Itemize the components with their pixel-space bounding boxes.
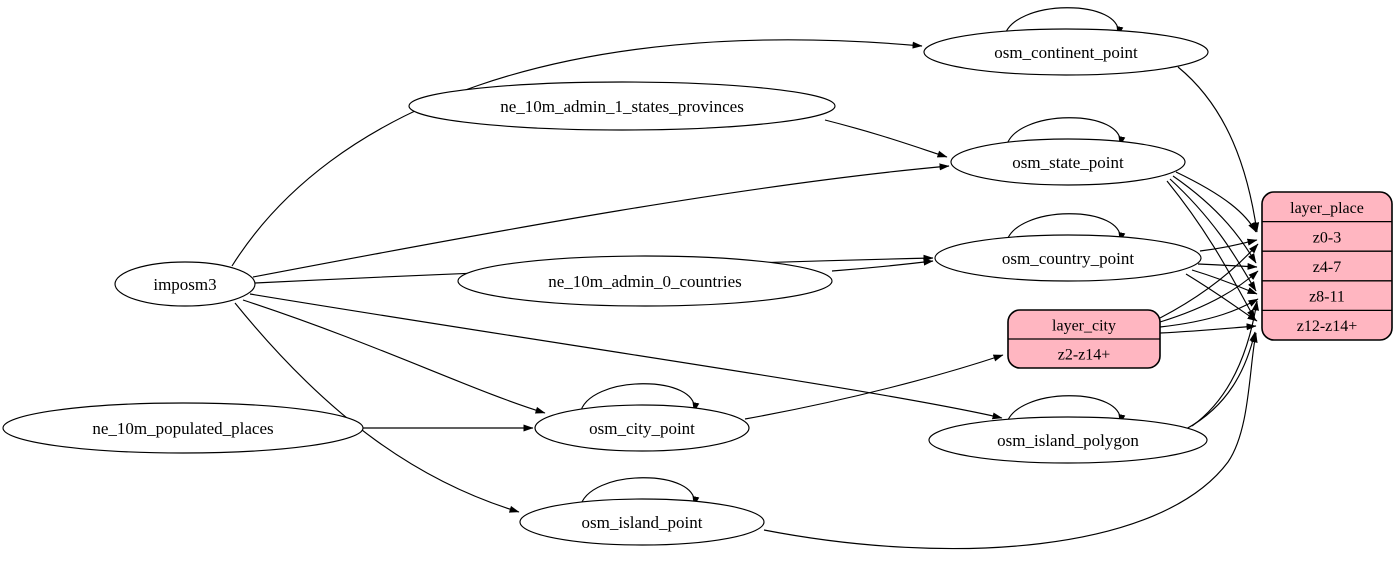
label-imposm3: imposm3 — [153, 275, 216, 294]
edge-osm_island_polygon--layer_place:z8-11 — [1191, 300, 1259, 427]
edge-imposm3--osm_continent_point — [231, 39, 923, 267]
record-layer_city: layer_city z2-z14+ — [1007, 309, 1161, 369]
edge-osm_state_point--layer_place:z8-11 — [1169, 178, 1257, 292]
node-osm_state_point: osm_state_point — [950, 117, 1186, 186]
record-header-layer_city: layer_city — [1052, 318, 1116, 335]
ellipse-osm_country_point — [934, 234, 1202, 282]
label-ne_10m_admin_0_countries: ne_10m_admin_0_countries — [548, 272, 742, 291]
record-row-layer_place-z4-7: z4-7 — [1313, 259, 1341, 276]
label-osm_island_polygon: osm_island_polygon — [997, 431, 1139, 450]
self-loop-osm_continent_point — [1003, 7, 1124, 39]
edge-ne_10m_admin_0_countries--osm_country_point — [831, 258, 934, 272]
self-loop-osm_state_point — [1005, 117, 1126, 149]
edge-imposm3--osm_state_point — [252, 163, 950, 278]
node-imposm3: imposm3 — [114, 261, 256, 307]
ellipse-osm_state_point — [950, 138, 1186, 186]
self-loop-osm_city_point — [579, 383, 700, 415]
edge-osm_country_point--layer_place:z4-7 — [1197, 262, 1258, 270]
node-osm_island_polygon: osm_island_polygon — [928, 395, 1208, 464]
edge-osm_city_point--layer_city:z2-z14+ — [744, 354, 1004, 420]
node-ne_10m_admin_1_states_provinces: ne_10m_admin_1_states_provinces — [408, 81, 836, 131]
edge-layer_city:z2-z14+--layer_place:z8-11 — [1159, 298, 1259, 328]
record-row-layer_city-z2-z14+: z2-z14+ — [1058, 347, 1111, 364]
label-osm_island_point: osm_island_point — [582, 513, 703, 532]
edge-imposm3--osm_island_polygon — [249, 293, 1003, 420]
edge-osm_island_point--layer_place:z12-z14+ — [763, 332, 1258, 550]
ellipse-osm_continent_point — [923, 28, 1209, 76]
edge-imposm3--osm_island_point — [234, 302, 520, 513]
ellipse-osm_island_polygon — [928, 416, 1208, 464]
label-osm_continent_point: osm_continent_point — [994, 43, 1138, 62]
edge-osm_state_point--layer_place:z12-z14+ — [1166, 180, 1256, 320]
node-osm_continent_point: osm_continent_point — [923, 7, 1209, 76]
label-osm_country_point: osm_country_point — [1002, 249, 1134, 268]
record-box-layer_place — [1261, 191, 1393, 341]
edge-imposm3--osm_city_point — [242, 299, 546, 414]
edge-osm_country_point--layer_place:z0-3 — [1199, 238, 1258, 252]
label-ne_10m_admin_1_states_provinces: ne_10m_admin_1_states_provinces — [500, 97, 744, 116]
self-loop-osm_island_polygon — [1005, 395, 1126, 427]
ellipse-ne_10m_populated_places — [2, 402, 364, 454]
edge-ne_10m_admin_1_states_provinces--osm_state_point — [824, 119, 948, 158]
self-loop-osm_country_point — [1005, 213, 1126, 245]
ellipse-osm_island_point — [519, 498, 765, 546]
edge-osm_country_point--layer_place:z8-11 — [1191, 269, 1258, 295]
node-osm_city_point: osm_city_point — [534, 383, 750, 452]
edge-osm_island_polygon--layer_place:z12-z14+ — [1185, 331, 1257, 430]
record-row-layer_place-z8-11: z8-11 — [1309, 289, 1345, 306]
ellipse-imposm3 — [114, 261, 256, 307]
node-ne_10m_populated_places: ne_10m_populated_places — [2, 402, 364, 454]
record-layer_place: layer_place z0-3 z4-7 z8-11 z12-z14+ — [1261, 191, 1393, 341]
label-osm_state_point: osm_state_point — [1012, 153, 1124, 172]
edge-osm_state_point--layer_place:z4-7 — [1172, 175, 1257, 264]
self-loop-osm_island_point — [579, 477, 700, 509]
ellipse-ne_10m_admin_0_countries — [457, 255, 833, 307]
ellipse-osm_city_point — [534, 404, 750, 452]
ellipse-ne_10m_admin_1_states_provinces — [408, 81, 836, 131]
edge-osm_continent_point--layer_place:z0-3 — [1177, 66, 1260, 233]
edges — [231, 39, 1260, 550]
label-osm_city_point: osm_city_point — [589, 419, 695, 438]
node-osm_island_point: osm_island_point — [519, 477, 765, 546]
edge-layer_city:z2-z14+--layer_place:z0-3 — [1159, 243, 1259, 319]
record-header-layer_place: layer_place — [1290, 200, 1364, 217]
record-row-layer_place-z0-3: z0-3 — [1313, 229, 1341, 246]
node-ne_10m_admin_0_countries: ne_10m_admin_0_countries — [457, 255, 833, 307]
edge-osm_state_point--layer_place:z0-3 — [1175, 171, 1257, 233]
label-ne_10m_populated_places: ne_10m_populated_places — [92, 419, 273, 438]
edge-layer_city:z2-z14+--layer_place:z12-z14+ — [1159, 323, 1257, 334]
record-row-layer_place-z12-z14+: z12-z14+ — [1297, 318, 1358, 335]
node-osm_country_point: osm_country_point — [934, 213, 1202, 282]
edge-layer_city:z2-z14+--layer_place:z4-7 — [1159, 270, 1259, 323]
